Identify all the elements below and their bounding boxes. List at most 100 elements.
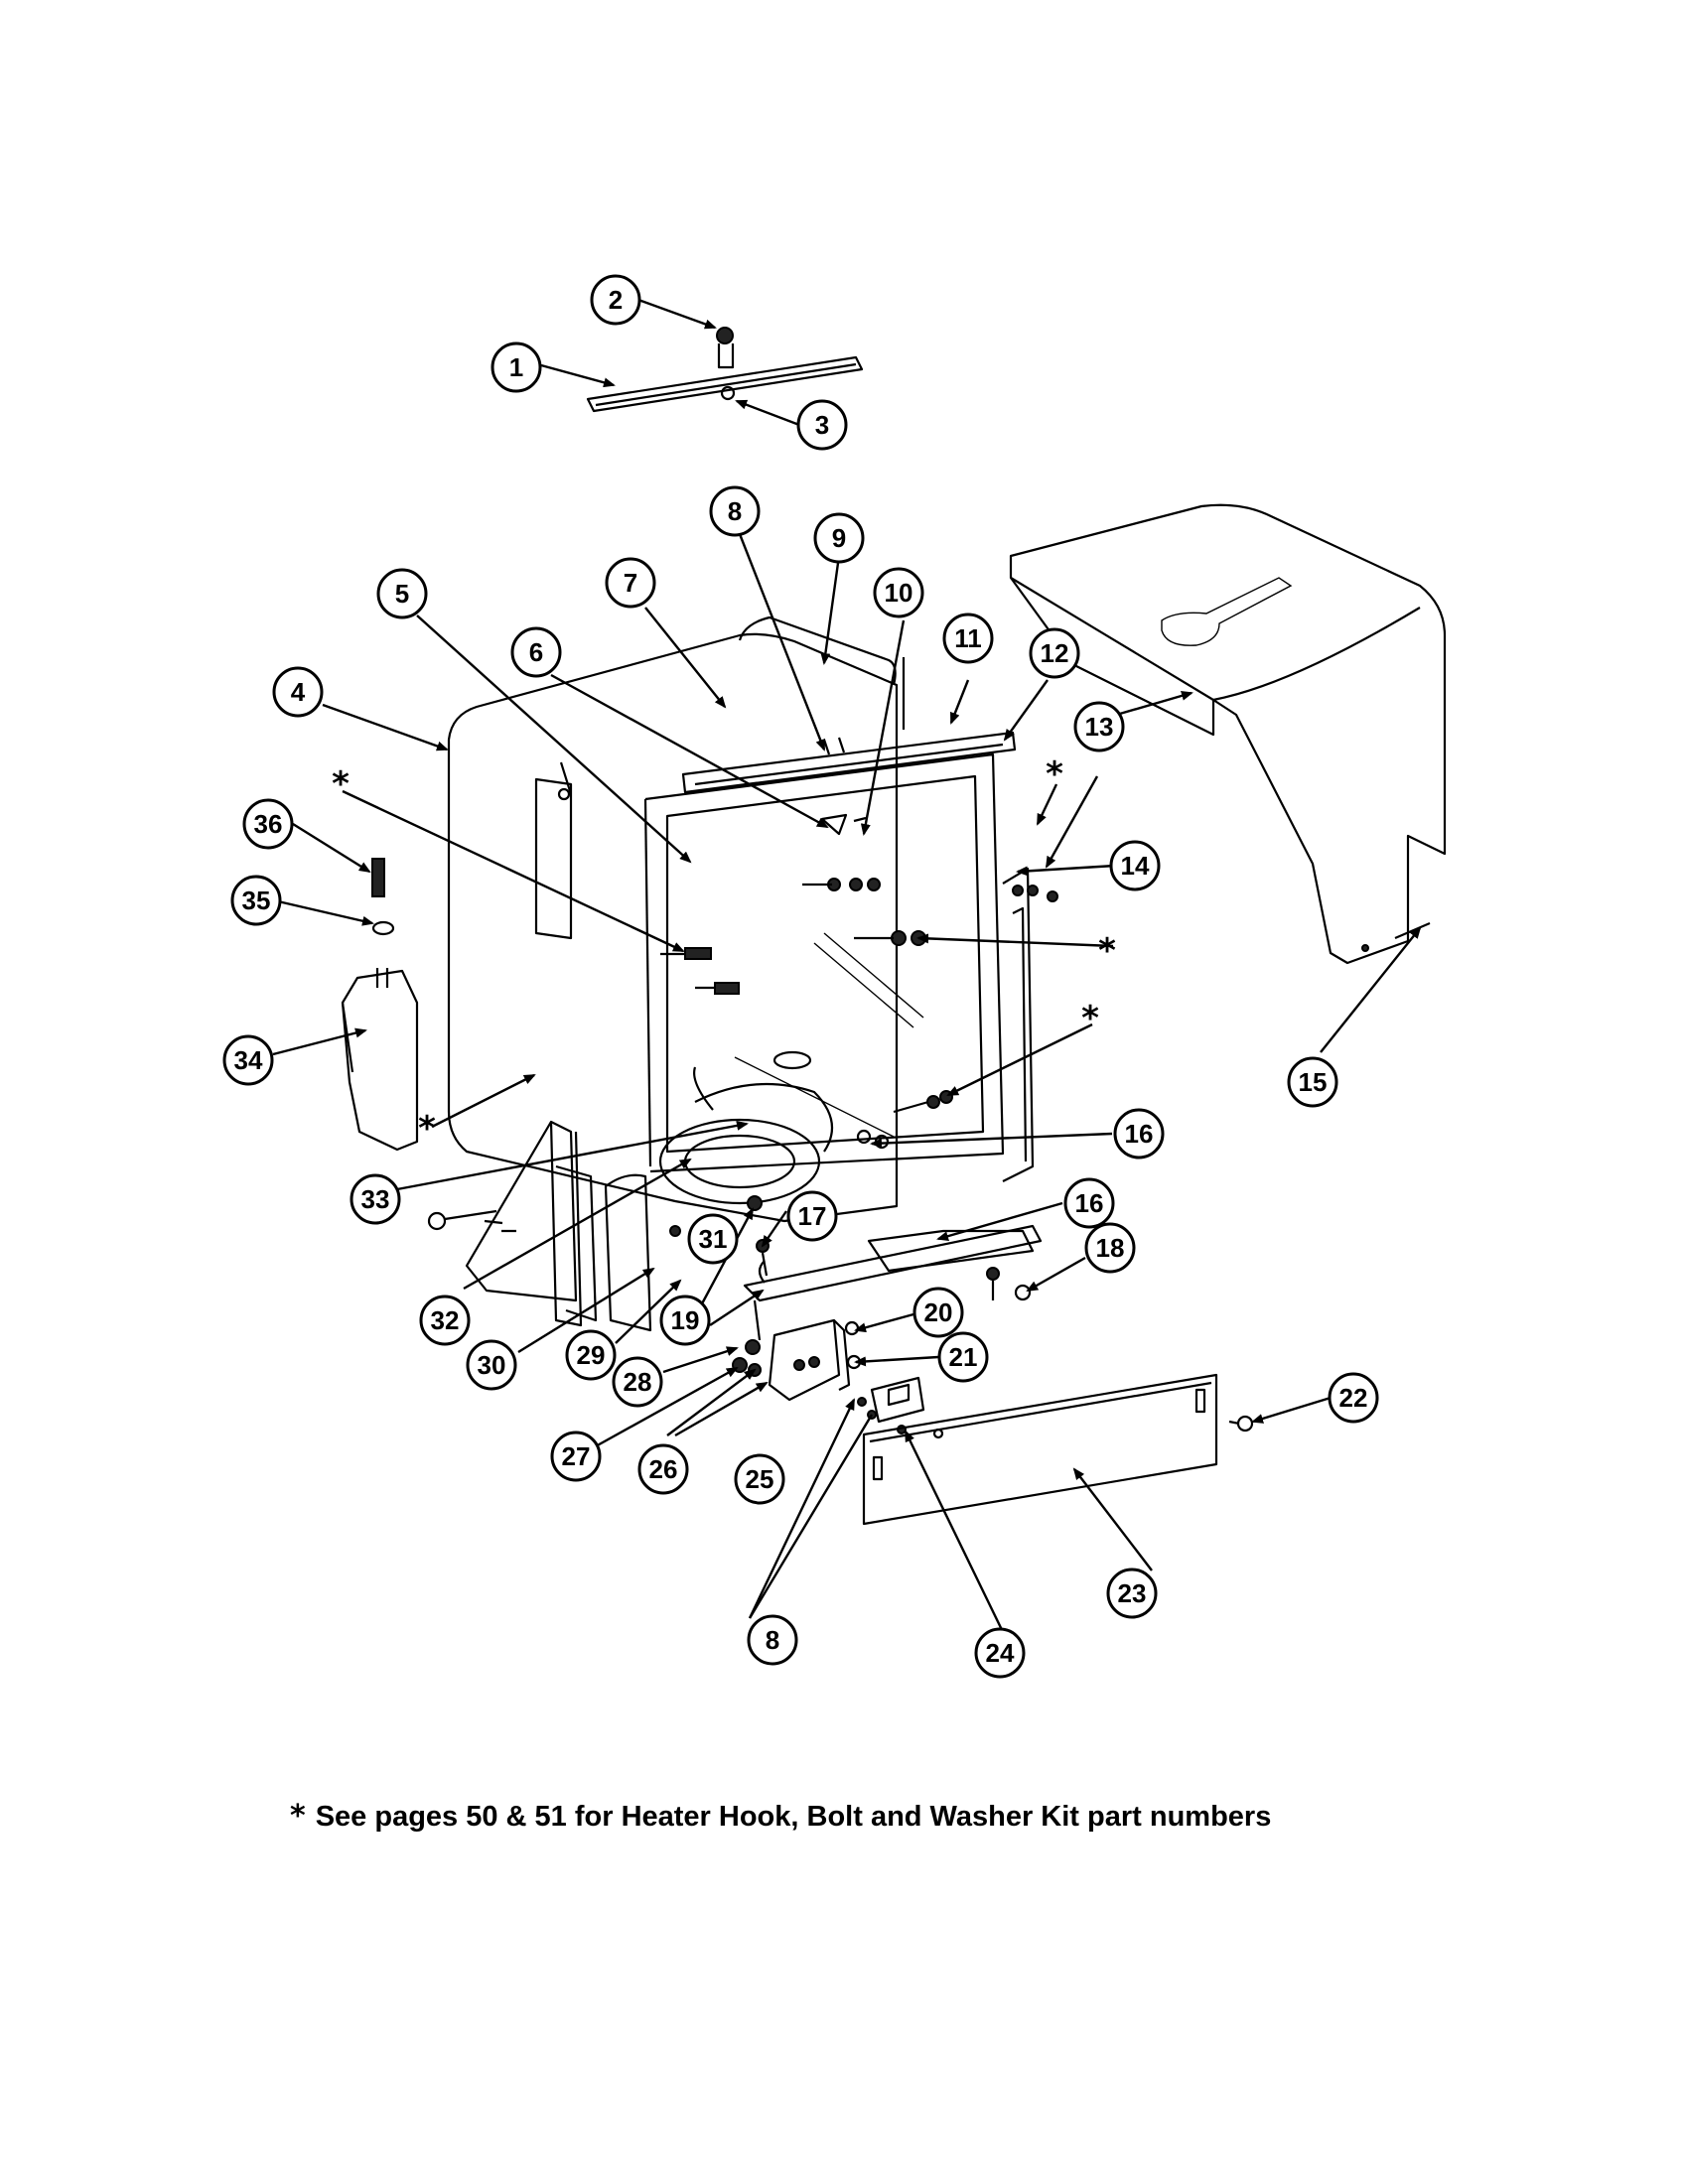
callout-8-bottom: 8 [747,1614,798,1666]
svg-text:22: 22 [1339,1383,1368,1413]
svg-text:3: 3 [815,410,829,440]
svg-text:35: 35 [242,886,271,915]
svg-text:8: 8 [728,496,742,526]
svg-text:28: 28 [624,1367,652,1397]
svg-text:*: * [1046,754,1063,794]
svg-text:8: 8 [766,1625,779,1655]
callout-29: 29 [565,1329,617,1381]
left-detail-parts-illustration [341,858,419,1152]
footnote-marker: * [290,1799,306,1834]
svg-text:13: 13 [1085,712,1114,742]
callout-19: 19 [659,1295,711,1346]
callout-5: 5 [376,568,428,619]
svg-text:2: 2 [609,285,623,315]
callout-8-top: 8 [709,485,761,537]
callout-4: 4 [272,666,324,718]
callout-13: 13 [1073,701,1125,752]
callout-20: 20 [912,1287,964,1338]
callout-28: 28 [612,1356,663,1408]
svg-text:31: 31 [699,1224,728,1254]
callout-34: 34 [222,1034,274,1086]
star-marker-left-upper: * [332,764,350,804]
callout-17: 17 [786,1190,838,1242]
svg-text:27: 27 [562,1441,591,1471]
callout-25: 25 [734,1453,785,1505]
callout-18: 18 [1084,1222,1136,1274]
callout-31: 31 [687,1213,739,1265]
callout-32: 32 [419,1295,471,1346]
svg-text:23: 23 [1118,1578,1147,1608]
svg-text:18: 18 [1096,1233,1125,1263]
svg-text:9: 9 [832,523,846,553]
svg-text:34: 34 [234,1045,263,1075]
callout-14: 14 [1109,840,1161,891]
svg-text:29: 29 [577,1340,606,1370]
svg-text:5: 5 [395,579,409,609]
callout-16-upper: 16 [1113,1108,1165,1160]
svg-text:*: * [1081,999,1099,1038]
svg-text:36: 36 [254,809,283,839]
svg-text:25: 25 [746,1464,774,1494]
callout-labels: 1 2 3 4 5 6 7 8 9 10 11 12 13 14 15 16 1… [222,274,1379,1679]
svg-text:17: 17 [798,1201,827,1231]
footnote-text: See pages 50 & 51 for Heater Hook, Bolt … [315,1801,1272,1833]
svg-text:30: 30 [478,1350,506,1380]
callout-12: 12 [1029,627,1080,679]
left-bracket-illustration [427,1120,681,1332]
star-marker-right-middle: * [1098,931,1116,971]
svg-text:*: * [332,764,350,804]
star-marker-right-lower: * [1081,999,1099,1038]
callout-9: 9 [813,512,865,564]
svg-text:32: 32 [431,1305,460,1335]
star-marker-right-upper: * [1046,754,1063,794]
svg-text:*: * [1098,931,1116,971]
top-cover-illustration [1009,503,1447,965]
svg-text:15: 15 [1299,1067,1328,1097]
callout-24: 24 [974,1627,1026,1679]
callout-27: 27 [550,1431,602,1482]
svg-text:33: 33 [361,1184,390,1214]
callout-7: 7 [605,557,656,609]
svg-text:12: 12 [1041,638,1069,668]
svg-text:11: 11 [954,623,982,653]
svg-text:1: 1 [509,352,523,382]
callout-3: 3 [796,399,848,451]
svg-text:16: 16 [1125,1119,1154,1149]
asterisk-markers: * * * * * [332,754,1116,1149]
callout-6: 6 [510,626,562,678]
callout-16-lower: 16 [1063,1177,1115,1229]
callout-33: 33 [350,1173,401,1225]
svg-text:19: 19 [671,1305,700,1335]
star-marker-left-lower: * [418,1109,436,1149]
callout-30: 30 [466,1339,517,1391]
svg-text:26: 26 [649,1454,678,1484]
kick-plate-illustration [862,1373,1254,1526]
callout-22: 22 [1328,1372,1379,1424]
lower-bracket-illustration [743,1129,1043,1341]
svg-text:6: 6 [529,637,543,667]
svg-text:16: 16 [1075,1188,1104,1218]
callout-35: 35 [230,875,282,926]
hinge-assembly-illustration [732,1318,925,1434]
svg-text:24: 24 [986,1638,1015,1668]
svg-text:*: * [418,1109,436,1149]
callout-23: 23 [1106,1568,1158,1619]
tub-frame-illustration [447,615,1035,1223]
leader-lines [272,298,1422,1637]
svg-text:21: 21 [949,1342,978,1372]
svg-text:10: 10 [885,578,913,608]
callout-21: 21 [937,1331,989,1383]
spray-arm-illustration [586,327,864,413]
callout-2: 2 [590,274,641,326]
callout-11: 11 [942,613,994,664]
callout-36: 36 [242,798,294,850]
svg-text:4: 4 [291,677,306,707]
svg-text:20: 20 [924,1297,953,1327]
footnote: * See pages 50 & 51 for Heater Hook, Bolt… [290,1799,1271,1834]
callout-15: 15 [1287,1056,1338,1108]
callout-10: 10 [873,567,924,618]
callout-1: 1 [491,341,542,393]
callout-26: 26 [637,1443,689,1495]
svg-text:14: 14 [1121,851,1150,881]
